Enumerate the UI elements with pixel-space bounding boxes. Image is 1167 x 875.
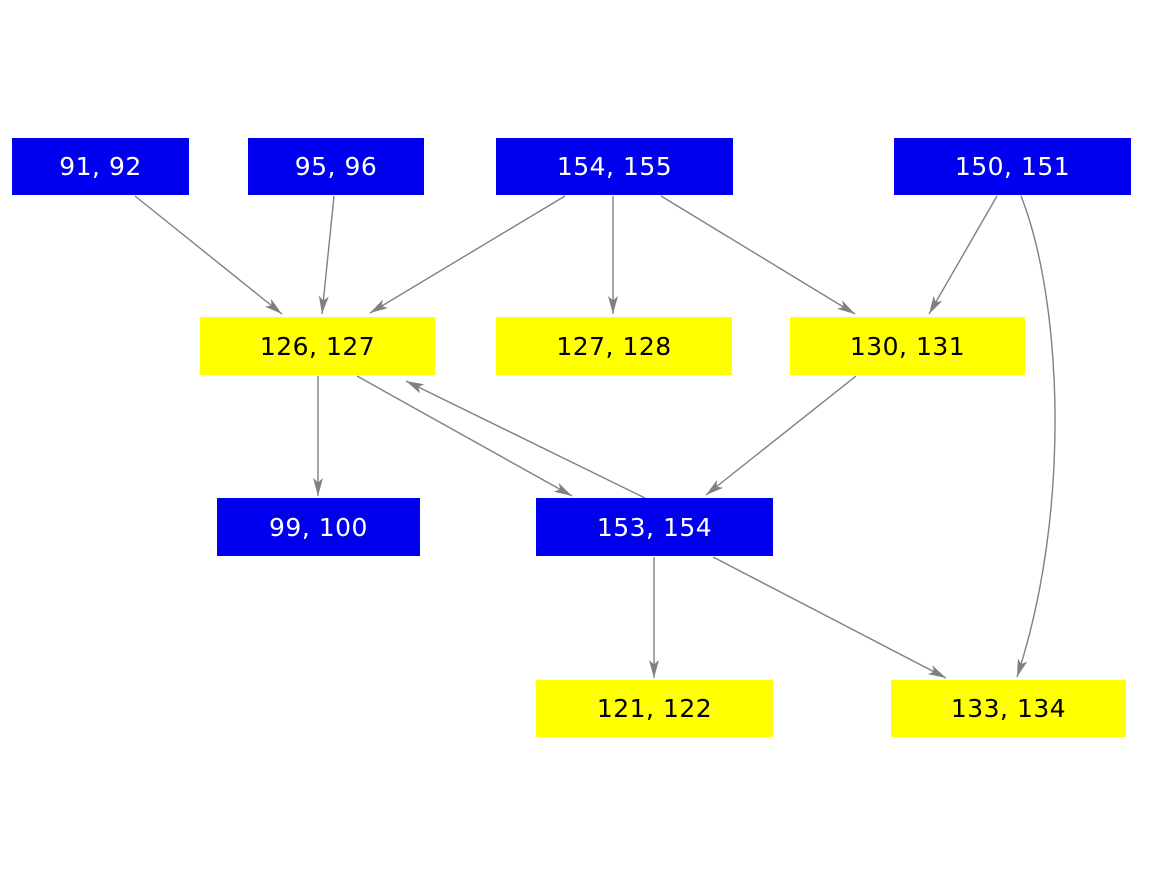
node-130_131: 130, 131 [790,317,1025,375]
edge-95_96-to-126_127 [318,195,335,315]
node-91_92: 91, 92 [12,138,189,195]
node-127_128: 127, 128 [496,317,732,375]
edge-153_154-to-133_134 [712,556,947,679]
edge-153_154-to-126_127 [405,380,646,499]
node-label: 99, 100 [269,512,368,542]
node-label: 126, 127 [259,331,376,361]
node-label: 154, 155 [556,152,673,181]
node-95_96: 95, 96 [248,138,424,195]
edge-150_151-to-130_131 [928,195,998,315]
node-150_151: 150, 151 [894,138,1131,195]
node-121_122: 121, 122 [536,680,773,737]
node-label: 153, 154 [596,512,713,542]
edge-130_131-to-153_154 [705,375,857,496]
edge-150_151-to-133_134 [1016,195,1056,678]
node-133_134: 133, 134 [891,680,1126,737]
node-label: 133, 134 [950,694,1067,723]
node-label: 150, 151 [954,152,1071,181]
edge-154_155-to-130_131 [660,195,856,315]
edge-91_92-to-126_127 [134,195,283,315]
node-label: 127, 128 [556,331,672,361]
node-label: 121, 122 [596,694,713,723]
node-label: 95, 96 [294,152,378,181]
edge-126_127-to-153_154 [356,375,573,497]
node-153_154: 153, 154 [536,498,773,556]
node-label: 91, 92 [59,152,142,181]
node-99_100: 99, 100 [217,498,420,556]
edge-154_155-to-126_127 [369,195,566,314]
node-label: 130, 131 [849,331,966,361]
node-154_155: 154, 155 [496,138,733,195]
node-126_127: 126, 127 [200,317,435,375]
